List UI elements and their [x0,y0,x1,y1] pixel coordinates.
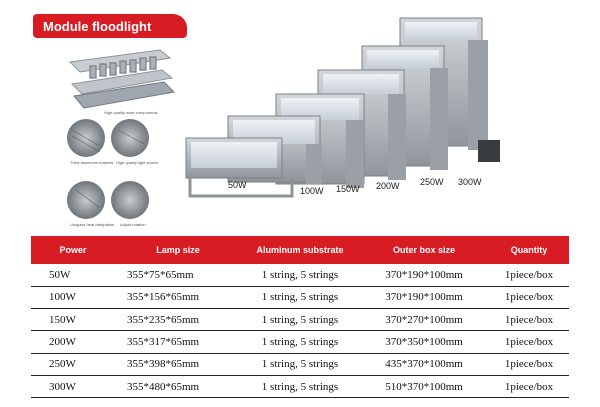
cell-quantity: 1piece/box [489,375,569,399]
page-title-tag: Module floodlight [33,14,187,38]
product-hero-image [67,17,500,219]
cell-quantity: 1piece/box [489,286,569,310]
cell-box-size: 370*350*100mm [359,330,489,354]
detail-circles [67,119,149,219]
wattage-label: 200W [376,181,400,191]
table-row: 50W 355*75*65mm 1 string, 5 strings 370*… [31,264,569,287]
cell-box-size: 370*190*100mm [359,264,489,287]
header-aluminum-substrate: Aluminum substrate [241,236,359,264]
table-row: 100W 355*156*65mm 1 string, 5 strings 37… [31,286,569,310]
cell-power: 300W [31,375,115,399]
cell-box-size: 510*370*100mm [359,375,489,399]
caption-rotation: Adjust rotation [120,222,146,227]
table-row: 300W 355*480*65mm 1 string, 5 strings 51… [31,375,569,399]
wattage-label: 50W [228,180,247,190]
cell-power: 250W [31,353,115,376]
header-power: Power [31,236,115,264]
wattage-label: 300W [458,177,482,187]
cell-substrate: 1 string, 5 strings [241,264,359,287]
cell-substrate: 1 string, 5 strings [241,286,359,310]
cell-power: 100W [31,286,115,310]
floodlight-product-line [185,17,500,198]
cell-box-size: 435*370*100mm [359,353,489,376]
header-outer-box-size: Outer box size [359,236,489,264]
wattage-label: 150W [336,184,360,194]
cell-quantity: 1piece/box [489,264,569,287]
table-row: 150W 355*235*65mm 1 string, 5 strings 37… [31,308,569,332]
table-header-row: Power Lamp size Aluminum substrate Outer… [31,236,569,264]
cell-quantity: 1piece/box [489,308,569,332]
table-row: 250W 355*398*65mm 1 string, 5 strings 43… [31,353,569,376]
cell-substrate: 1 string, 5 strings [241,308,359,332]
cell-lamp-size: 355*75*65mm [115,264,241,287]
cell-power: 200W [31,330,115,354]
cell-power: 50W [31,264,115,287]
caption-components: High quality main components [104,110,158,115]
cell-quantity: 1piece/box [489,330,569,354]
caption-light-source: High quality light source [116,160,159,165]
cell-lamp-size: 355*156*65mm [115,286,241,310]
caption-aluminum: Thick aluminum material [70,160,114,165]
cell-substrate: 1 string, 5 strings [241,330,359,354]
module-exploded-view [68,49,176,109]
cell-substrate: 1 string, 5 strings [241,375,359,399]
header-lamp-size: Lamp size [115,236,241,264]
cell-quantity: 1piece/box [489,353,569,376]
wattage-label: 250W [420,177,444,187]
cell-lamp-size: 355*235*65mm [115,308,241,332]
cell-substrate: 1 string, 5 strings [241,353,359,376]
cell-lamp-size: 355*317*65mm [115,330,241,354]
caption-heat: Uniglass heat dissipation [70,222,115,227]
header-quantity: Quantity [489,236,569,264]
cell-lamp-size: 355*398*65mm [115,353,241,376]
table-row: 200W 355*317*65mm 1 string, 5 strings 37… [31,330,569,354]
cell-box-size: 370*190*100mm [359,286,489,310]
cell-power: 150W [31,308,115,332]
wattage-label: 100W [300,186,324,196]
spec-table: Power Lamp size Aluminum substrate Outer… [31,236,569,399]
cell-box-size: 370*270*100mm [359,308,489,332]
cell-lamp-size: 355*480*65mm [115,375,241,399]
